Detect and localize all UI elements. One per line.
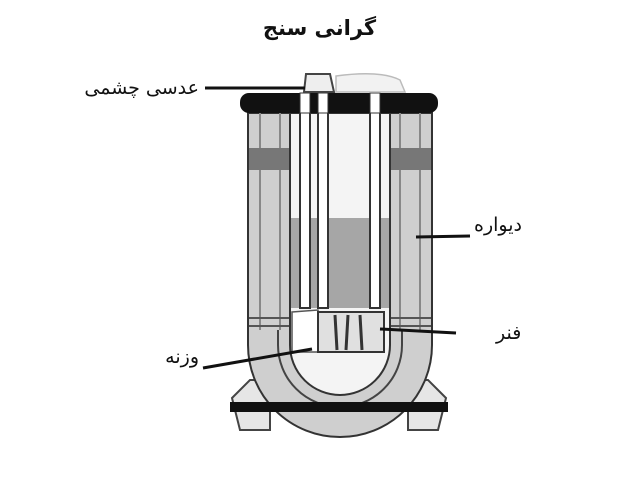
wall-leader (415, 234, 471, 239)
rod (299, 99, 311, 309)
rod (369, 99, 381, 309)
label-weight: وزنه (165, 346, 199, 368)
right-band (391, 148, 431, 170)
label-wall: دیواره (474, 214, 522, 236)
label-eyepiece: عدسی چشمی (84, 77, 199, 99)
spring-leader (379, 327, 457, 335)
weight-block (317, 311, 385, 353)
eyepiece (302, 73, 336, 93)
diagram-title: گرانی سنج (262, 16, 377, 40)
left-band (249, 148, 289, 170)
top-plate (240, 93, 438, 113)
spring (333, 314, 364, 351)
label-spring: فنر (496, 322, 522, 344)
rod (317, 99, 329, 309)
weight-leader (202, 347, 313, 370)
base-bar (230, 402, 448, 412)
